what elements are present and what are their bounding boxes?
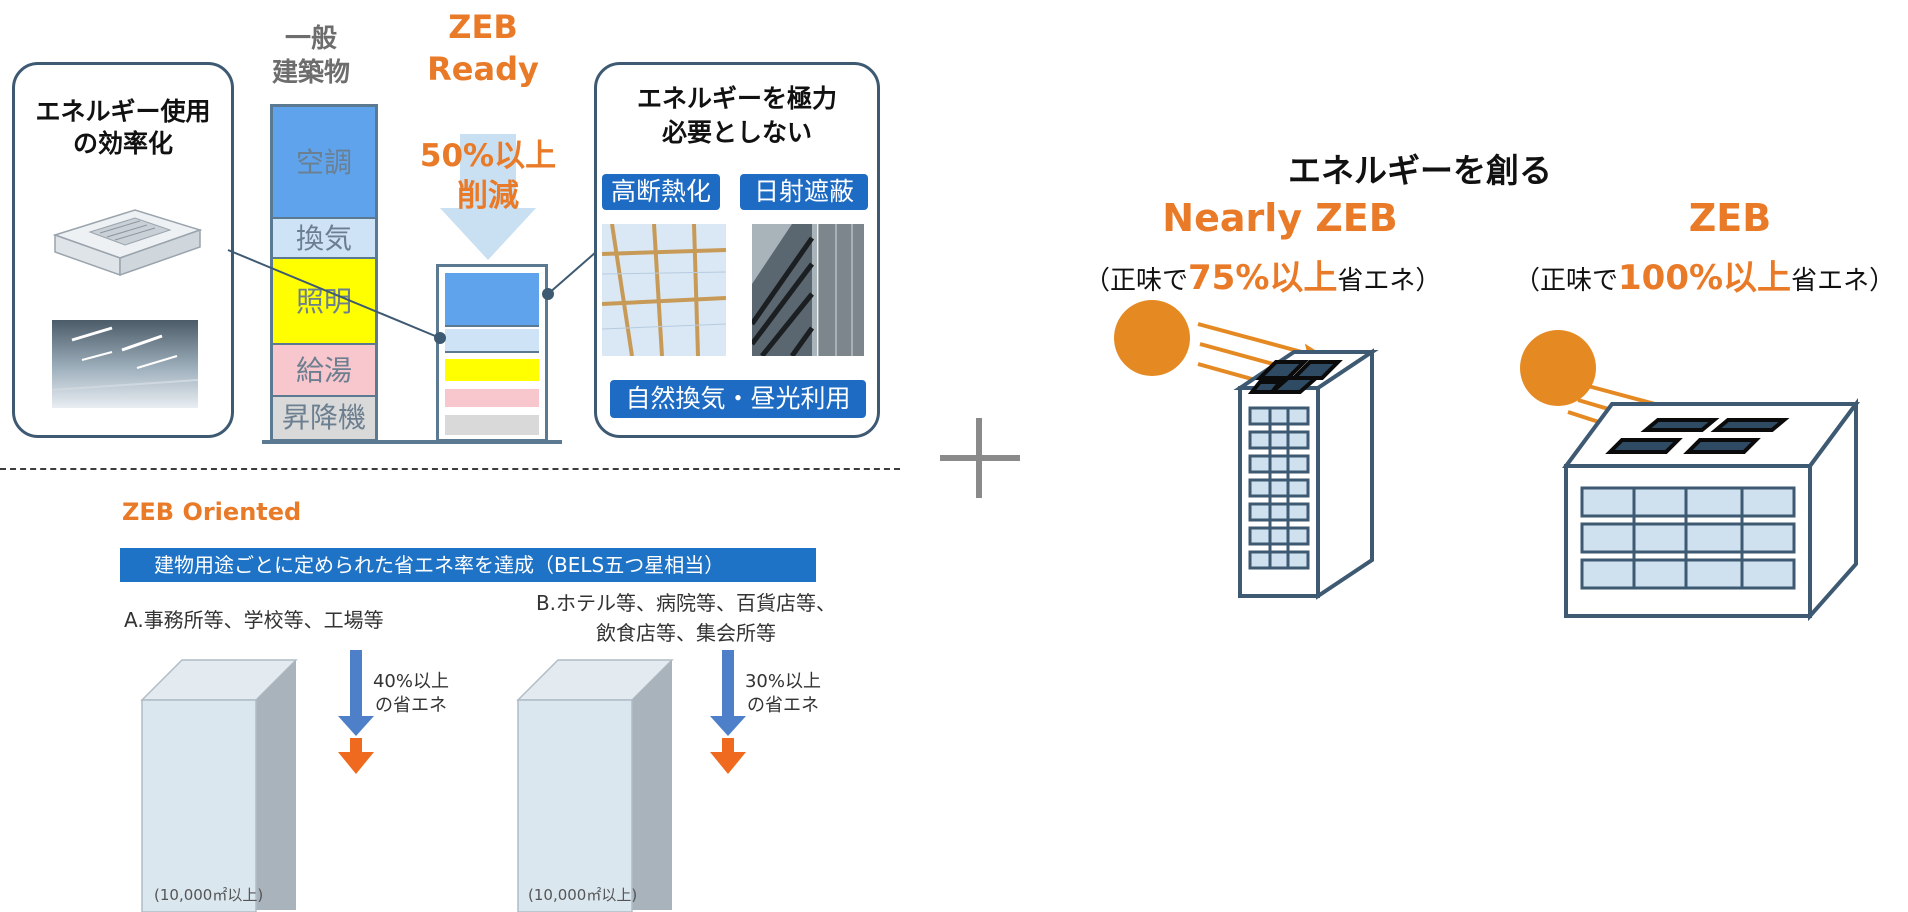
group-a-floor-area: (10,000㎡以上) [154,886,264,904]
zeb-caption: （正味で100%以上省エネ） [1514,250,1908,299]
group-b-floor-area: (10,000㎡以上) [528,886,638,904]
general-building-label: 一般 建築物 [271,24,350,88]
zeb-ready-stack [436,264,548,442]
tag-solar-shading: 日射遮蔽 [740,174,868,210]
sun-icon [1114,300,1190,376]
sun-icon-2 [1520,330,1596,406]
tag-natural-ventilation-daylight: 自然換気・昼光利用 [610,380,866,418]
oriented-banner: 建物用途ごとに定められた省エネ率を達成（BELS五つ星相当） [120,548,816,582]
nearly-zeb-title: Nearly ZEB [1162,196,1398,240]
general-energy-stack: 空調 換気 照明 給湯 昇降機 [270,104,378,442]
nearly-zeb-illustration [1114,300,1379,600]
zeb-illustration [1520,330,1860,622]
segment-lighting: 照明 [273,259,375,345]
tag-high-insulation: 高断熱化 [602,174,720,210]
create-energy-heading: エネルギーを創る [1288,151,1552,190]
passive-design-title: エネルギーを極力 必要としない [636,84,837,147]
ready-segment-ventilation [445,329,539,353]
ready-segment-lighting [445,359,539,381]
ready-segment-hvac [445,273,539,327]
zeb-title: ZEB [1688,196,1772,240]
zeb-ready-title: ZEB Ready [427,8,539,88]
group-b-saving: 30%以上 の省エネ [744,671,821,716]
plus-sign: + [940,418,1020,498]
nearly-zeb-caption: （正味で75%以上省エネ） [1084,250,1504,299]
segment-hvac: 空調 [273,107,375,219]
building-b-shape [516,659,674,912]
zeb-oriented-title: ZEB Oriented [122,498,302,526]
group-a-label: A.事務所等、学校等、工場等 [124,608,384,632]
efficiency-title: エネルギー使用 の効率化 [35,97,211,158]
group-a-saving-arrow-icon [338,650,374,774]
air-conditioner-icon [52,209,203,277]
ready-segment-elevator [445,415,539,435]
ready-segment-hot-water [445,389,539,407]
segment-ventilation: 換気 [273,219,375,259]
insulation-image [602,224,726,356]
group-b-saving-arrow-icon [710,650,746,774]
building-a-shape [140,659,298,912]
segment-hot-water: 給湯 [273,345,375,397]
nearly-value: 75%以上 [1188,258,1338,298]
group-b-label: B.ホテル等、病院等、百貨店等、 飲食店等、集会所等 [535,591,837,645]
group-a-saving: 40%以上 の省エネ [372,671,449,716]
zeb-paren-close: 省エネ） [1791,266,1896,296]
zeb-value: 100%以上 [1618,258,1792,298]
reduction-text: 50%以上 削減 [419,138,557,214]
nearly-paren-close: 省エネ） [1337,266,1442,296]
zeb-paren-open: （正味で [1514,266,1619,296]
section-divider [0,468,900,470]
segment-elevator: 昇降機 [273,397,375,439]
office-lighting-image [52,320,198,408]
reduction-arrow-icon [440,134,536,260]
nearly-paren-open: （正味で [1084,266,1189,296]
solar-shading-image [752,224,864,356]
stack-baseline [262,440,562,444]
